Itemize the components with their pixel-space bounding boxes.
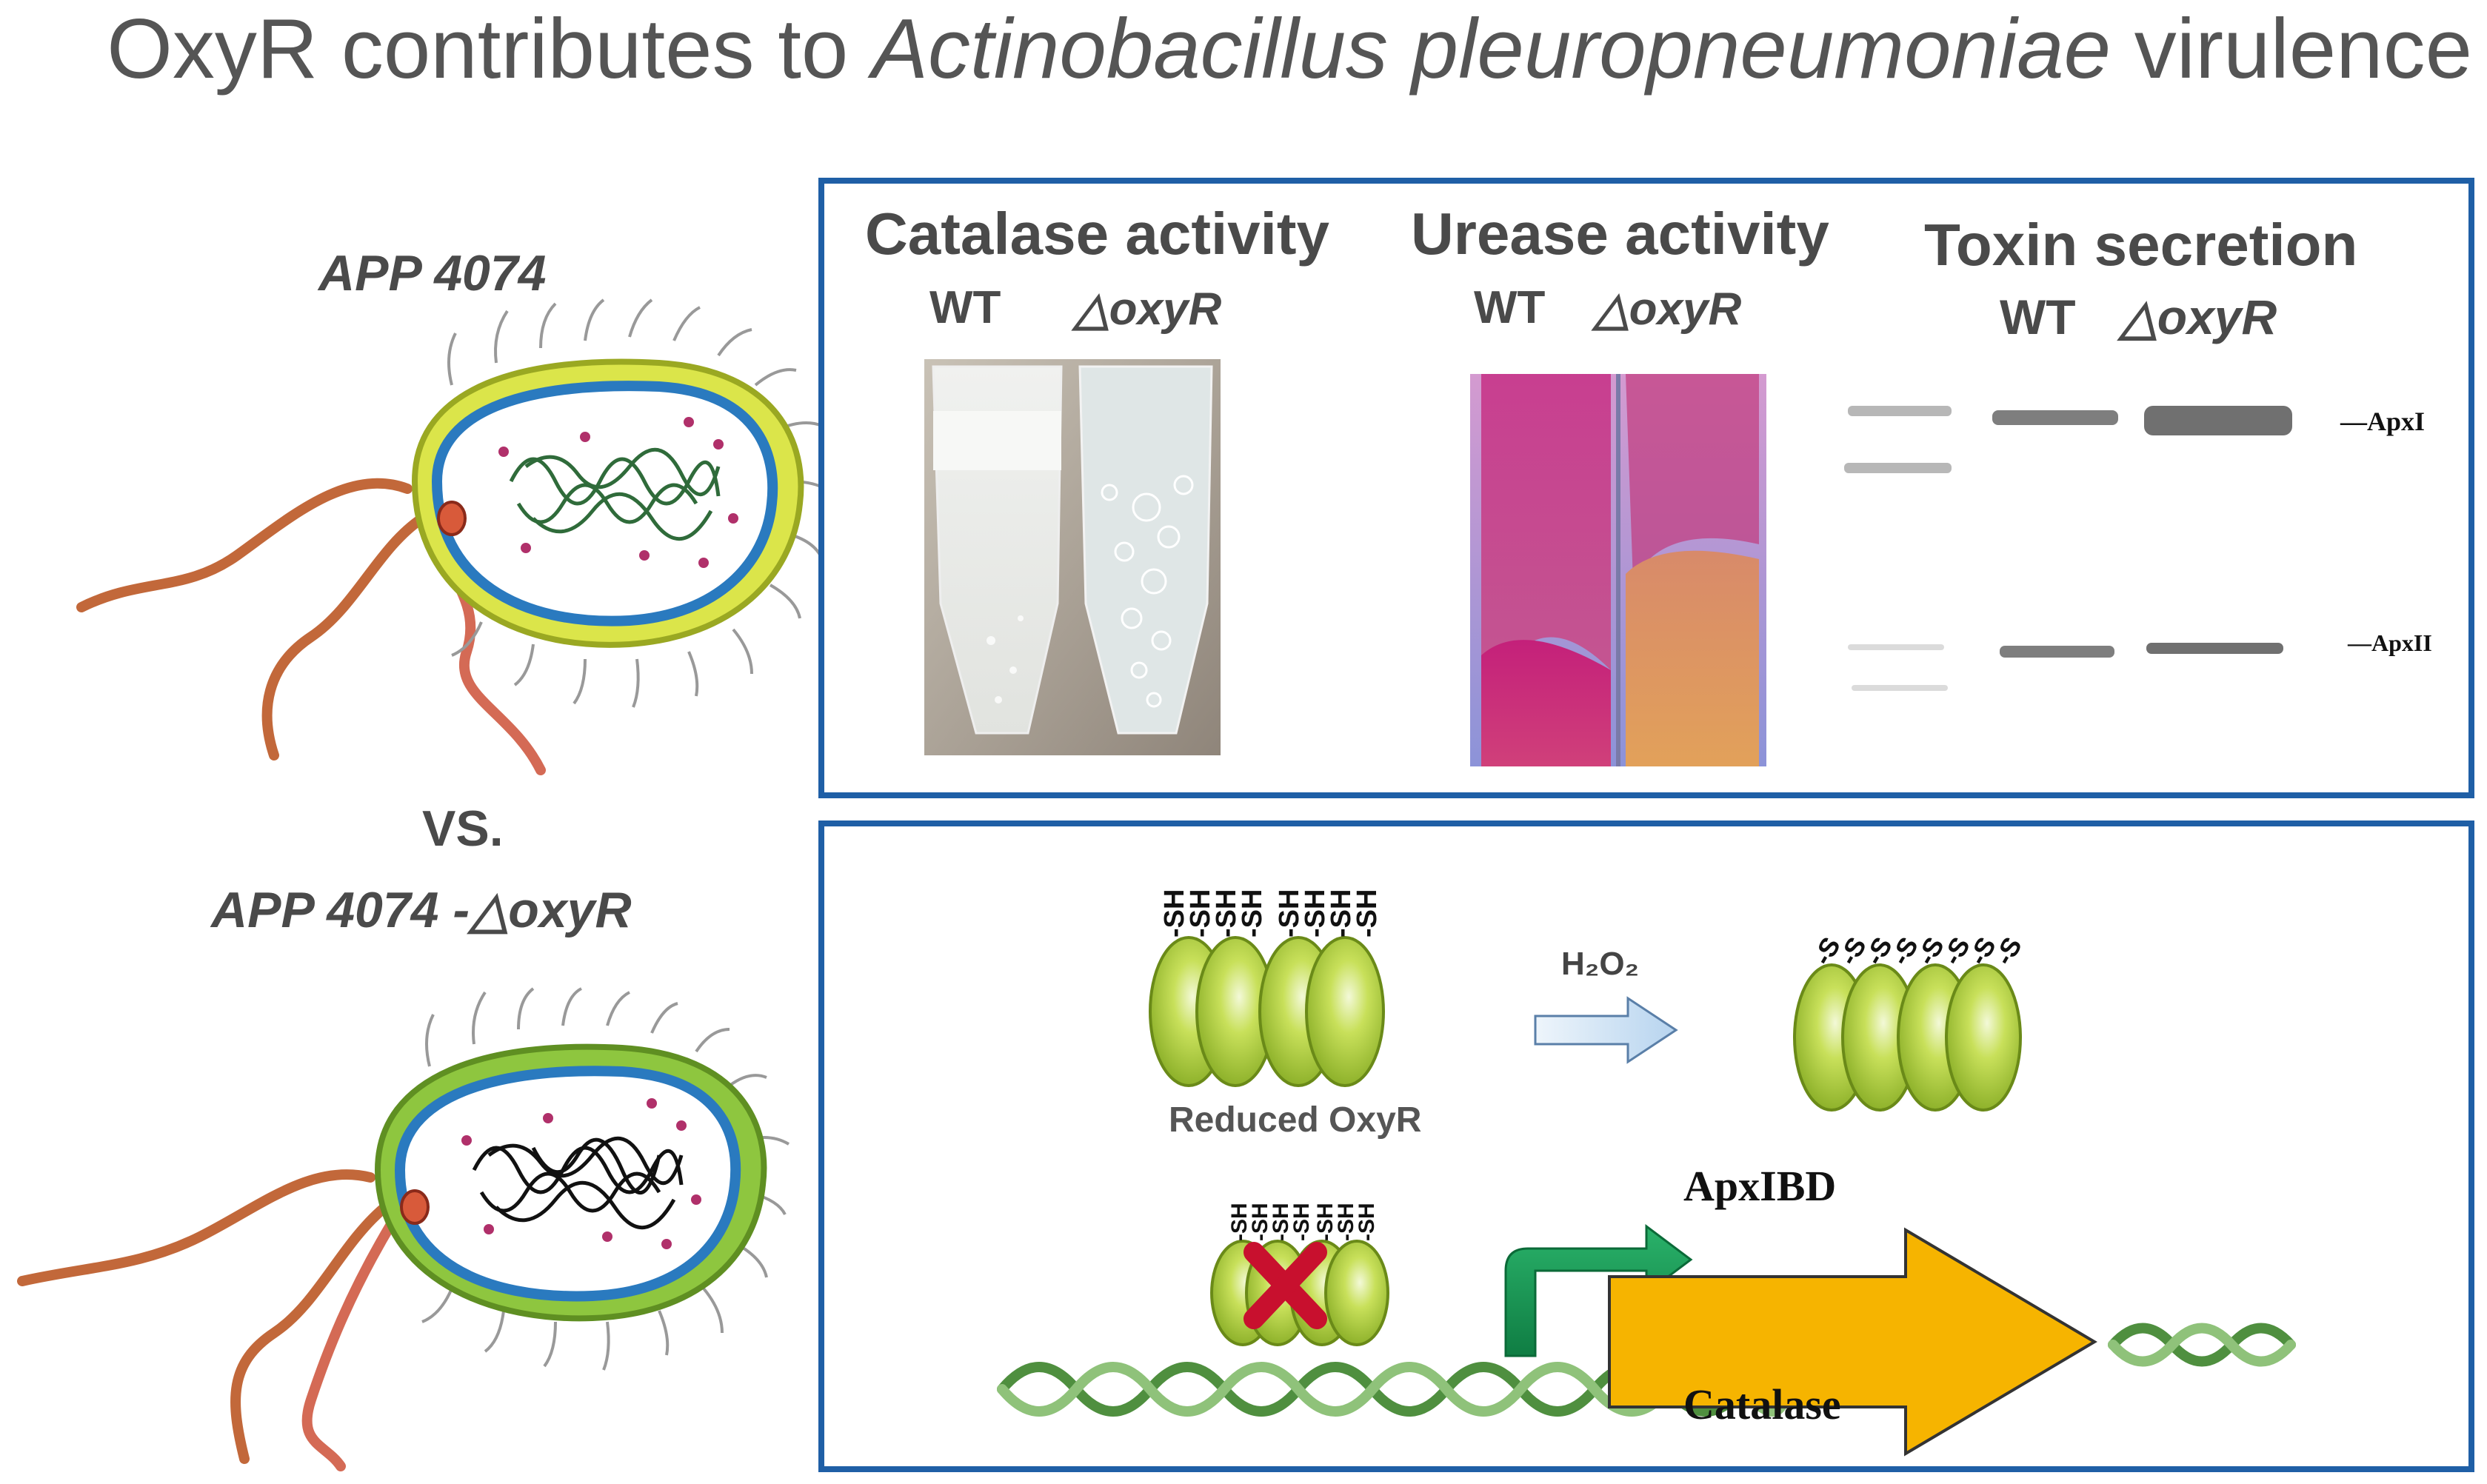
urease-title: Urease activity bbox=[1411, 201, 1829, 267]
urease-tubes-photo bbox=[1470, 374, 1766, 766]
ss-groups: -S -S -S -S -S -S -S -S bbox=[1806, 932, 2028, 970]
page-title: OxyR contributes to Actinobacillus pleur… bbox=[0, 3, 2487, 96]
sh-label: -SH bbox=[1237, 889, 1268, 937]
urease-wt-label: WT bbox=[1474, 282, 1546, 333]
sh-label: -SH bbox=[1274, 889, 1305, 937]
chromosome bbox=[472, 1136, 684, 1229]
oxidized-oxyr-tetramer bbox=[1793, 963, 2022, 1112]
sh-label: -SH bbox=[1269, 1203, 1293, 1241]
reduced-oxyr-label: Reduced OxyR bbox=[1169, 1100, 1421, 1140]
sh-label: -SH bbox=[1159, 889, 1190, 937]
sh-label: -SH bbox=[1334, 1203, 1358, 1241]
mutant-lane bbox=[2144, 406, 2292, 654]
sh-label: -SH bbox=[1185, 889, 1216, 937]
toxin-gel bbox=[1844, 406, 2292, 691]
mechanism-diagram: -SH -SH -SH -SH -SH -SH -SH -SH Reduced … bbox=[997, 889, 2296, 1457]
pili bbox=[421, 987, 790, 1371]
sh-label: -SH bbox=[1313, 1203, 1338, 1241]
flagellar-motor bbox=[400, 1189, 430, 1225]
urease-mut-label: △oxyR bbox=[1594, 284, 1742, 335]
catalase-mut-label: △oxyR bbox=[1074, 284, 1222, 335]
band-label-apxii: —ApxII bbox=[2348, 629, 2432, 656]
catalase-wt-label: WT bbox=[929, 282, 1001, 333]
bound-sh-groups: -SH -SH -SH -SH -SH -SH -SH bbox=[1227, 1203, 1379, 1241]
ribosomes bbox=[498, 417, 738, 568]
sh-label: -SH bbox=[1248, 1203, 1272, 1241]
vs-label: VS. bbox=[422, 801, 504, 857]
oxidant-label: H₂O₂ bbox=[1561, 946, 1639, 982]
sh-label: -SH bbox=[1227, 1203, 1252, 1241]
oxidation-arrow bbox=[1534, 996, 1678, 1064]
sh-label: -SH bbox=[1326, 889, 1357, 937]
ribosomes bbox=[461, 1098, 701, 1249]
ss-label: -S bbox=[1988, 932, 2028, 970]
strain-wt-label: APP 4074 bbox=[318, 245, 547, 301]
reduced-oxyr-tetramer bbox=[1149, 936, 1385, 1087]
wt-lane bbox=[1992, 410, 2118, 658]
band-label-apxi: —ApxI bbox=[2340, 407, 2426, 436]
flagella bbox=[17, 1169, 398, 1471]
strain-mutant-label: APP 4074 -△oxyR bbox=[211, 882, 632, 938]
bacterium-wt-illustration bbox=[76, 298, 829, 775]
sh-label: -SH bbox=[1289, 1203, 1314, 1241]
gene-label-apxibd: ApxIBD bbox=[1683, 1162, 1836, 1210]
gene-label-catalase: Catalase bbox=[1683, 1380, 1841, 1428]
gene-arrow bbox=[1608, 1227, 2097, 1457]
sh-label: -SH bbox=[1211, 889, 1242, 937]
toxin-wt-label: WT bbox=[2000, 290, 2076, 344]
inner-membrane bbox=[394, 1066, 741, 1302]
ladder-lane bbox=[1844, 406, 1952, 691]
toxin-title: Toxin secretion bbox=[1924, 212, 2358, 278]
sh-label: -SH bbox=[1300, 889, 1331, 937]
title-suffix: virulence bbox=[2111, 2, 2472, 96]
flagellar-motor bbox=[437, 501, 467, 536]
toxin-mut-label: △oxyR bbox=[2120, 290, 2277, 344]
title-species: Actinobacillus pleuropneumoniae bbox=[871, 2, 2112, 96]
catalase-tubes-photo bbox=[924, 359, 1221, 755]
inhibition-x-icon bbox=[1244, 1242, 1327, 1329]
sh-groups: -SH -SH -SH -SH -SH -SH -SH -SH bbox=[1159, 889, 1383, 937]
sh-label: -SH bbox=[1355, 1203, 1379, 1241]
sh-label: -SH bbox=[1352, 889, 1383, 937]
bacterium-mutant-illustration bbox=[17, 987, 790, 1471]
catalase-title: Catalase activity bbox=[865, 201, 1330, 267]
inner-membrane bbox=[431, 381, 778, 626]
title-prefix: OxyR contributes to bbox=[107, 2, 872, 96]
chromosome bbox=[509, 447, 721, 541]
transcription-start-arrow bbox=[1504, 1224, 1693, 1357]
